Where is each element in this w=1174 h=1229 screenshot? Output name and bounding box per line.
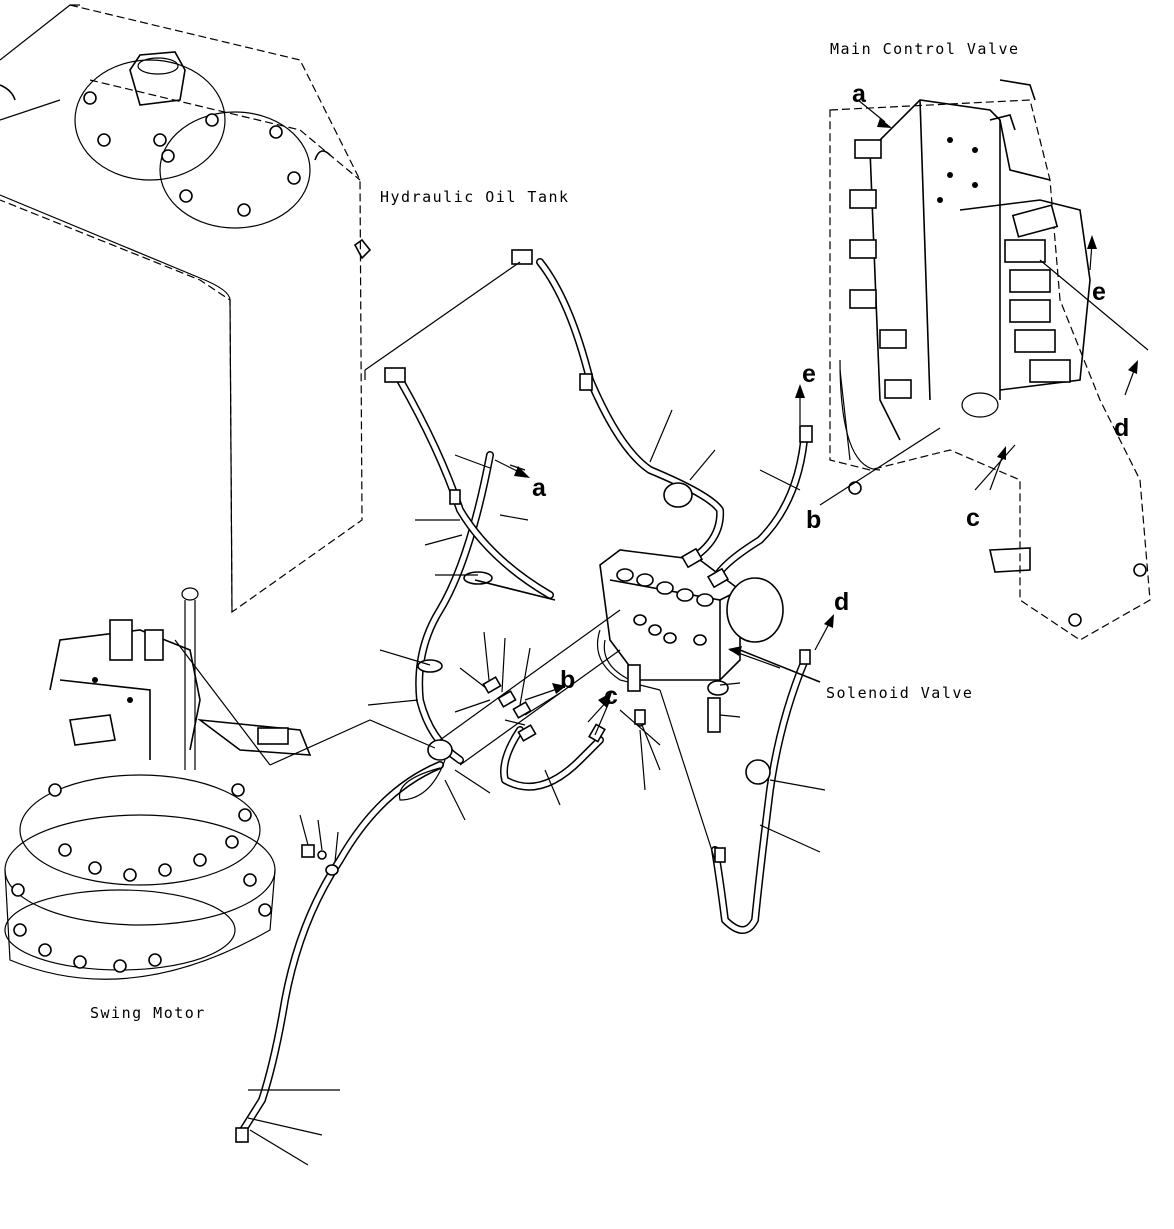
hydraulic-oil-tank xyxy=(0,4,372,614)
swing-motor xyxy=(4,587,312,980)
ref-d-hose: d xyxy=(834,588,849,616)
hoses xyxy=(235,249,813,1143)
ref-a-mcv: a xyxy=(852,80,867,108)
solenoid-valve xyxy=(301,549,784,860)
reference-arrows xyxy=(494,99,1138,736)
ref-c-mcv: c xyxy=(966,504,980,532)
ref-c-hose: c xyxy=(604,682,618,710)
ref-e-hose: e xyxy=(802,360,816,388)
ref-a-hose: a xyxy=(532,474,547,502)
swing-motor-label: Swing Motor xyxy=(90,1004,206,1022)
solenoid-valve-label: Solenoid Valve xyxy=(826,684,973,702)
ref-b-hose: b xyxy=(560,666,575,694)
hydraulic-oil-tank-label: Hydraulic Oil Tank xyxy=(380,188,570,206)
ref-b-mcv: b xyxy=(806,506,821,534)
main-control-valve-label: Main Control Valve xyxy=(830,40,1020,58)
leader-lines xyxy=(174,259,1149,1166)
main-control-valve xyxy=(829,79,1151,641)
ref-d-mcv: d xyxy=(1114,414,1129,442)
ref-e-mcv: e xyxy=(1092,278,1106,306)
